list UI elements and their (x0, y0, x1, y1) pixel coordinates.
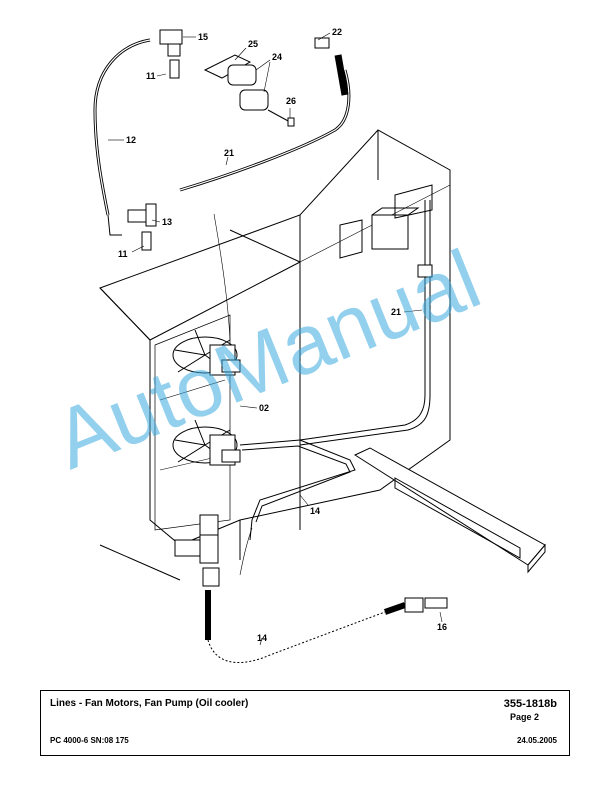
callout-25: 25 (248, 39, 258, 49)
page-number: Page 2 (509, 712, 539, 722)
support-beam (353, 447, 546, 574)
callout-11: 11 (146, 71, 156, 81)
line-14 (239, 439, 356, 541)
callout-14: 14 (310, 506, 320, 516)
fan-motor-upper (172, 329, 241, 376)
fitting-16 (404, 597, 448, 613)
callout-26: 26 (286, 96, 296, 106)
mounting-plate (339, 184, 433, 259)
callout-24: 24 (272, 52, 282, 62)
hose-14-lower (202, 567, 406, 664)
callout-12: 12 (126, 135, 136, 145)
fitting-11-lower (141, 231, 152, 251)
clamp-halves-24 (227, 64, 269, 111)
callout-22: 22 (332, 27, 342, 37)
title-block: Lines - Fan Motors, Fan Pump (Oil cooler… (40, 690, 570, 756)
hose-21-upper (179, 54, 351, 192)
callout-13: 13 (162, 217, 172, 227)
fitting-22 (314, 37, 330, 49)
document-date: 24.05.2005 (516, 736, 557, 745)
callout-21: 21 (391, 307, 401, 317)
callout-11: 11 (118, 249, 128, 259)
clamp-plate-25 (203, 54, 252, 79)
callout-02: 02 (259, 403, 269, 413)
callout-21: 21 (224, 148, 234, 158)
fitting-15 (159, 29, 183, 57)
callout-14: 14 (257, 633, 267, 643)
hose-12 (93, 38, 151, 236)
machine-serial: PC 4000-6 SN:08 175 (50, 736, 129, 745)
fitting-11-upper (169, 59, 180, 79)
drawing-title: Lines - Fan Motors, Fan Pump (Oil cooler… (50, 698, 249, 709)
line-21-right (299, 200, 433, 446)
parts-diagram: 15 22 25 24 11 26 12 21 13 11 21 02 14 1… (42, 27, 546, 664)
document-number: 355-1818b (503, 698, 557, 710)
pump-tee-fitting (174, 514, 219, 564)
leader-lines (108, 32, 443, 646)
callout-15: 15 (198, 32, 208, 42)
fan-motor-lower (172, 419, 241, 466)
callout-16: 16 (437, 622, 447, 632)
bolt-26 (267, 109, 295, 127)
fitting-13 (127, 203, 157, 227)
